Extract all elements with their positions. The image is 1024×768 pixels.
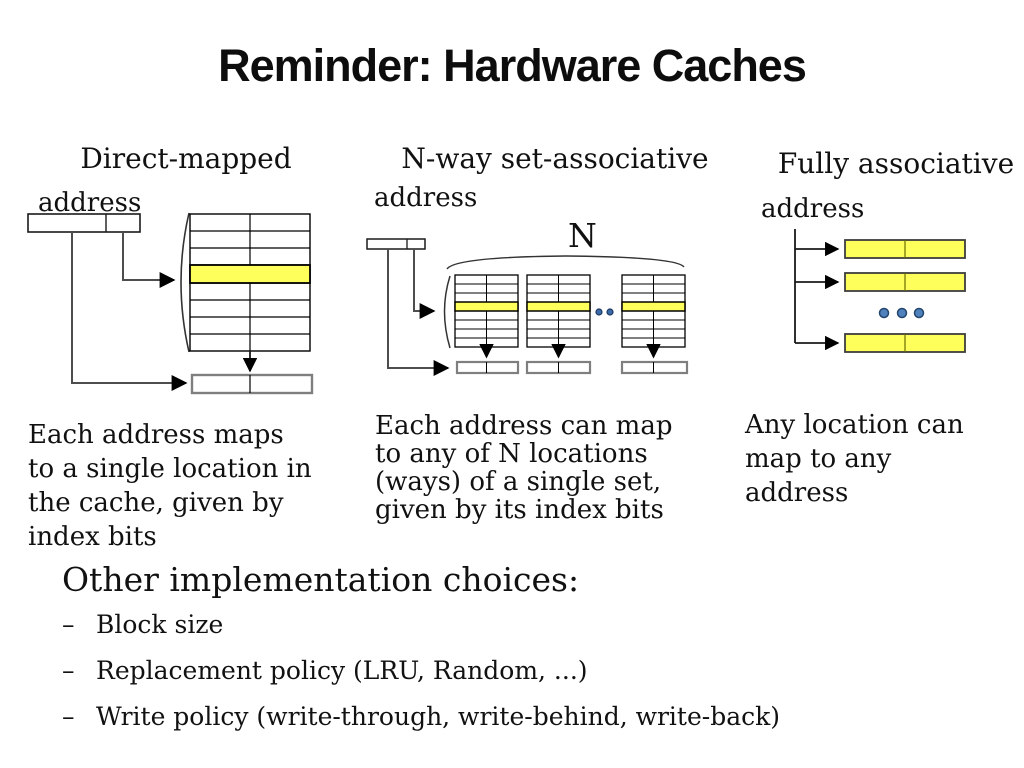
- list-item-label: Replacement policy (LRU, Random, ...): [96, 656, 588, 685]
- list-item-label: Write policy (write-through, write-behin…: [96, 702, 781, 731]
- index-arrow: [413, 249, 436, 319]
- fully-associative-diagram: [794, 229, 966, 353]
- direct-mapped-caption: Each address maps to a single location i…: [28, 420, 312, 552]
- ellipsis-dots: [595, 308, 614, 316]
- dash-bullet: –: [62, 702, 75, 731]
- nway-title: N-way set-associative: [401, 142, 709, 175]
- highlighted-row: [454, 301, 519, 312]
- page-title: Reminder: Hardware Caches: [218, 40, 807, 91]
- highlighted-row: [526, 301, 591, 312]
- cache-line-n: [844, 333, 966, 353]
- address-box: [366, 238, 426, 250]
- nway-caption: Each address can map to any of N locatio…: [375, 411, 673, 525]
- fully-associative-caption: Any location can map to any address: [745, 410, 964, 508]
- cache-table: [189, 213, 311, 352]
- result-box-1: [455, 360, 520, 375]
- nway-diagram: [366, 238, 689, 376]
- tag-arrow: [71, 232, 188, 391]
- dash-bullet: –: [62, 656, 75, 685]
- highlighted-row: [189, 264, 311, 284]
- address-label: address: [38, 188, 142, 218]
- n-ways-label: N: [568, 216, 597, 255]
- way-table-1: [454, 274, 519, 348]
- ellipsis-dots: [878, 307, 925, 319]
- cache-line-1: [844, 239, 966, 259]
- dash-bullet: –: [62, 610, 75, 639]
- list-item: – Replacement policy (LRU, Random, ...): [62, 656, 780, 685]
- direct-mapped-diagram: [27, 212, 314, 395]
- list-item: – Block size: [62, 610, 780, 639]
- brace: [180, 212, 190, 353]
- result-box: [190, 373, 314, 395]
- highlighted-row: [621, 301, 686, 312]
- address-box: [27, 213, 141, 233]
- list-item: – Write policy (write-through, write-beh…: [62, 702, 780, 731]
- result-box-n: [620, 360, 689, 375]
- address-label: address: [374, 183, 478, 213]
- brace: [443, 275, 451, 349]
- other-choices-list: – Block size – Replacement policy (LRU, …: [62, 610, 780, 731]
- tag-arrow: [387, 249, 450, 376]
- other-choices-heading: Other implementation choices:: [62, 560, 580, 599]
- way-table-n: [621, 274, 686, 348]
- cache-line-2: [844, 272, 966, 292]
- n-brace: [446, 255, 685, 270]
- list-item-label: Block size: [96, 610, 224, 639]
- way-table-2: [526, 274, 591, 348]
- address-label: address: [761, 194, 865, 224]
- index-arrow: [122, 232, 176, 288]
- result-box-2: [525, 360, 592, 375]
- direct-mapped-title: Direct-mapped: [80, 142, 292, 175]
- fully-associative-title: Fully associative: [777, 147, 1015, 180]
